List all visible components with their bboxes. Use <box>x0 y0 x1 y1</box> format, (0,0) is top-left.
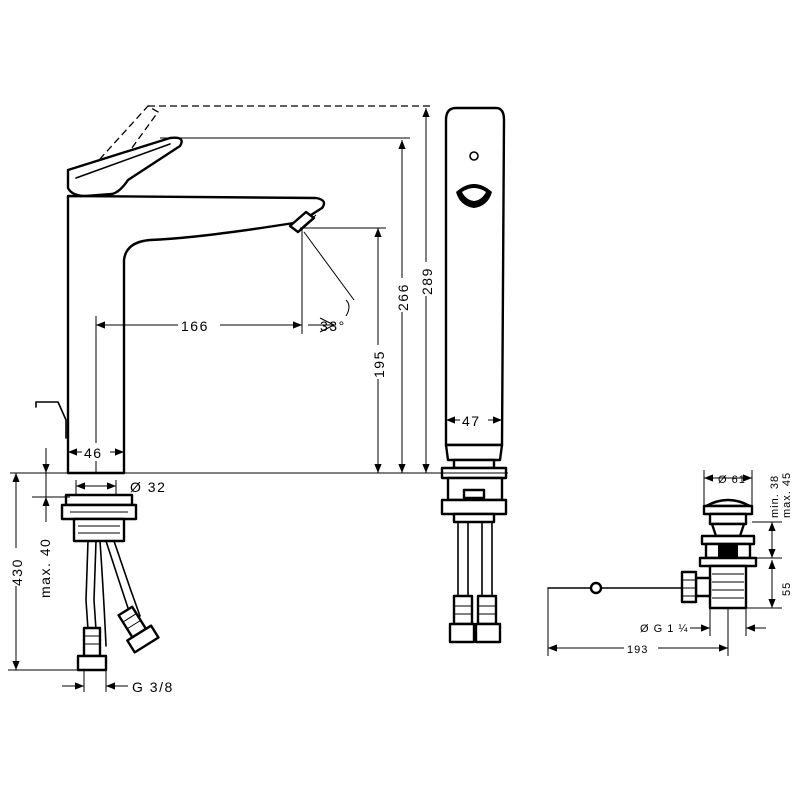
side-body <box>444 106 506 447</box>
dim-waste-thread: Ø G 1 ¼ <box>640 623 689 635</box>
hose-right <box>105 540 141 621</box>
dim-waste-height: 55 <box>781 582 793 596</box>
dim-spout-height: 195 <box>371 350 387 378</box>
rod-ball <box>589 581 603 595</box>
dim-hole-diameter: Ø 32 <box>130 479 166 495</box>
dim-connection: G 3/8 <box>132 679 174 695</box>
side-hoses <box>457 521 493 597</box>
dimension-labels: 166 33° 195 266 289 47 46 Ø 32 max. 40 4… <box>6 262 793 695</box>
pop-up-rod <box>35 401 67 439</box>
dim-max-deck: max. 40 <box>37 538 53 598</box>
base-washer <box>64 493 134 507</box>
waste-body <box>708 564 748 610</box>
lever-inner-edge <box>75 143 171 179</box>
hose-connector-right <box>117 605 160 654</box>
side-base <box>444 443 504 462</box>
rod-connector <box>680 570 698 604</box>
side-view-mixer <box>440 106 508 644</box>
dim-spout-reach: 166 <box>181 318 209 334</box>
dim-lever-height: 266 <box>395 283 411 311</box>
threaded-shank <box>72 517 126 543</box>
dim-deck-range: min. 38 max. 45 <box>769 471 793 518</box>
dim-spray-angle: 33° <box>320 318 346 334</box>
hose-curved <box>99 540 107 647</box>
dim-waste-diameter: Ø 61 <box>718 474 746 486</box>
dim-total-height: 289 <box>419 267 435 295</box>
front-view-mixer <box>35 105 430 672</box>
dim-pull-rod-length: 193 <box>627 644 648 656</box>
hose-connector-left <box>76 626 108 672</box>
side-nut <box>440 498 508 516</box>
side-indicator-dot <box>469 151 479 161</box>
dim-body-width: 46 <box>84 445 103 461</box>
dim-hose-length: 430 <box>9 558 25 586</box>
waste-assembly <box>547 498 758 610</box>
aerator-line <box>299 214 317 230</box>
lever-handle <box>66 136 183 198</box>
aerator <box>288 210 316 234</box>
side-connectors <box>448 594 502 644</box>
dim-side-width: 47 <box>462 413 481 429</box>
hose-left <box>85 540 97 631</box>
